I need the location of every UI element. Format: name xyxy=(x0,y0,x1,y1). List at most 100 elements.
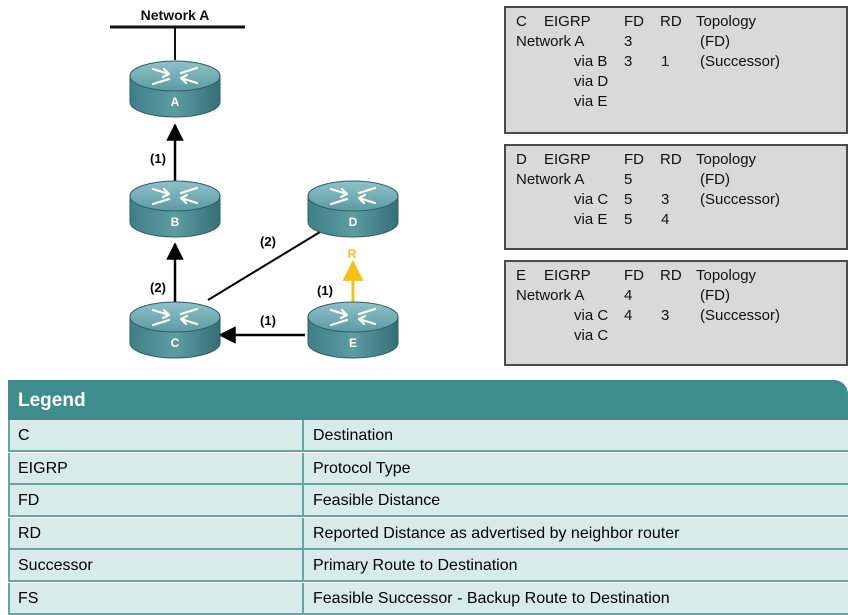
legend-description: Reported Distance as advertised by neigh… xyxy=(313,524,680,542)
router-label: D xyxy=(349,215,358,229)
legend-description: Primary Route to Destination xyxy=(313,557,518,574)
router-label: C xyxy=(171,336,180,350)
legend-term: C xyxy=(18,427,30,444)
table-fd-heading: FD xyxy=(624,267,644,284)
router-a: A xyxy=(129,60,221,118)
table-route-row: via B 3 1 (Successor) xyxy=(506,52,846,72)
cost-label-b-a: (1) xyxy=(150,151,166,166)
route-via: via E xyxy=(574,211,608,228)
table-router-name: C xyxy=(516,13,527,30)
table-network-row: Network A 5 (FD) xyxy=(506,170,846,190)
router-symbol-icon xyxy=(329,186,377,206)
table-rd-heading: RD xyxy=(660,267,682,284)
table-route-row: via C xyxy=(506,326,846,346)
table-route-row: via C 5 3 (Successor) xyxy=(506,190,846,210)
route-via: via C xyxy=(574,307,609,324)
network-topology: (FD) xyxy=(700,171,730,188)
legend-term: EIGRP xyxy=(18,459,68,477)
table-header-row: E EIGRP FD RD Topology xyxy=(506,266,846,286)
route-fd: 5 xyxy=(624,191,633,208)
router-c: C xyxy=(129,301,221,359)
router-symbol-icon xyxy=(329,307,377,327)
network-name: Network A xyxy=(516,171,585,188)
network-topology-diagram: Network A (1) (2) (2) (1) (1) A B C D E R xyxy=(110,7,399,359)
legend-description: Feasible Distance xyxy=(313,492,441,509)
legend-title: Legend xyxy=(8,380,848,420)
router-symbol-icon xyxy=(151,307,199,327)
network-topology: (FD) xyxy=(700,287,730,304)
network-fd: 3 xyxy=(624,33,633,50)
route-via: via E xyxy=(574,93,608,110)
table-topology-heading: Topology xyxy=(696,267,757,284)
table-network-row: Network A 3 (FD) xyxy=(506,32,846,52)
table-rd-heading: RD xyxy=(660,13,682,30)
route-rd: 4 xyxy=(661,211,670,228)
network-topology: (FD) xyxy=(700,33,730,50)
router-b: B xyxy=(129,180,221,238)
legend-row: EIGRP Protocol Type xyxy=(8,452,848,485)
cost-label-c-b: (2) xyxy=(150,280,166,295)
legend-term: FS xyxy=(18,589,39,607)
table-router-name: E xyxy=(516,267,527,284)
router-label: E xyxy=(349,336,357,350)
network-fd: 4 xyxy=(624,287,633,304)
router-label: B xyxy=(171,215,180,229)
legend-term: Successor xyxy=(18,557,93,574)
network-name: Network A xyxy=(516,287,585,304)
route-rd: 3 xyxy=(661,191,670,208)
route-via: via C xyxy=(574,191,609,208)
route-via: via D xyxy=(574,73,609,90)
legend-row: RD Reported Distance as advertised by nei… xyxy=(8,517,848,550)
route-via: via C xyxy=(574,327,609,344)
legend-term: RD xyxy=(18,524,42,542)
table-rd-heading: RD xyxy=(660,151,682,168)
router-symbol-icon xyxy=(151,186,199,206)
table-protocol: EIGRP xyxy=(544,13,591,30)
route-rd: 1 xyxy=(661,53,670,70)
router-d: D xyxy=(307,180,399,238)
network-fd: 5 xyxy=(624,171,633,188)
legend-row: C Destination xyxy=(8,420,848,452)
network-name: Network A xyxy=(516,33,585,50)
link-c-d xyxy=(207,231,321,301)
route-rd: 3 xyxy=(661,307,670,324)
table-route-row: via E 5 4 xyxy=(506,210,846,230)
table-header-row: C EIGRP FD RD Topology xyxy=(506,12,846,32)
network-a-label: Network A xyxy=(141,7,210,23)
cost-label-e-d: (1) xyxy=(317,283,333,298)
route-via: via B xyxy=(574,53,608,70)
route-fd: 4 xyxy=(624,307,633,324)
table-fd-heading: FD xyxy=(624,151,644,168)
legend-term: FD xyxy=(18,492,40,509)
legend-description: Feasible Successor - Backup Route to Des… xyxy=(313,589,670,607)
route-fd: 5 xyxy=(624,211,633,228)
route-note: (Successor) xyxy=(700,307,781,324)
cost-label-c-d: (2) xyxy=(260,234,276,249)
route-fd: 3 xyxy=(624,53,633,70)
table-protocol: EIGRP xyxy=(544,151,591,168)
table-fd-heading: FD xyxy=(624,13,644,30)
table-network-row: Network A 4 (FD) xyxy=(506,286,846,306)
legend-description: Protocol Type xyxy=(313,459,411,477)
r-marker: R xyxy=(348,247,357,261)
legend-description: Destination xyxy=(313,427,394,444)
router-label: A xyxy=(171,95,180,109)
table-topology-heading: Topology xyxy=(696,13,757,30)
legend-row: Successor Primary Route to Destination xyxy=(8,550,848,582)
table-route-row: via C 4 3 (Successor) xyxy=(506,306,846,326)
table-route-row: via D xyxy=(506,72,846,92)
route-note: (Successor) xyxy=(700,191,781,208)
router-symbol-icon xyxy=(151,66,199,86)
router-e: E xyxy=(307,301,399,359)
cost-label-e-c: (1) xyxy=(260,313,276,328)
table-protocol: EIGRP xyxy=(544,267,591,284)
legend-row: FD Feasible Distance xyxy=(8,485,848,517)
route-note: (Successor) xyxy=(700,53,781,70)
table-route-row: via E xyxy=(506,92,846,112)
legend-row: FS Feasible Successor - Backup Route to D… xyxy=(8,582,848,615)
table-router-name: D xyxy=(516,151,527,168)
